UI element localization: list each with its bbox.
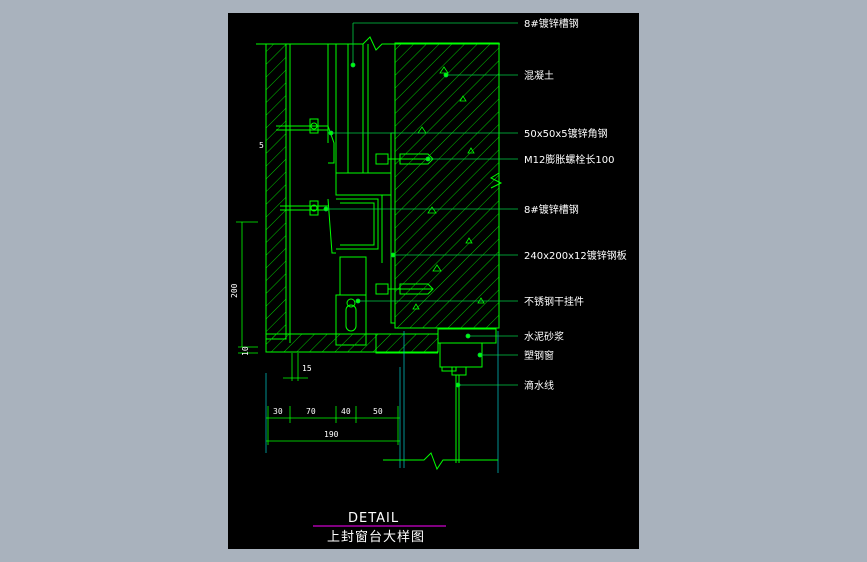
channel-steel-vertical	[335, 44, 369, 173]
label-angle-steel: 50x50x5镀锌角钢	[524, 127, 608, 140]
label-channel-mid: 8#镀锌槽钢	[524, 203, 579, 216]
label-mortar: 水泥砂浆	[524, 330, 564, 343]
dimension-200-label: 200	[230, 283, 239, 298]
dimension-200	[236, 221, 258, 354]
dimension-40-label: 40	[341, 407, 351, 416]
label-hanger: 不锈钢干挂件	[524, 295, 584, 308]
angle-steel-lower	[280, 200, 328, 216]
label-drip: 滴水线	[524, 379, 554, 392]
dimension-70-label: 70	[306, 407, 316, 416]
label-channel-top: 8#镀锌槽钢	[524, 17, 579, 30]
dimension-5-label: 5	[259, 141, 264, 150]
label-concrete: 混凝土	[524, 69, 554, 82]
steel-plate	[390, 132, 396, 324]
drawing-canvas: 200 10 5 15 30 70 40 50 190 8#镀锌槽钢 混凝土 5…	[228, 13, 639, 549]
label-bolt: M12膨胀螺栓长100	[524, 153, 614, 166]
label-plate: 240x200x12镀锌钢板	[524, 249, 627, 262]
leader-lines	[323, 22, 518, 388]
dimension-50-label: 50	[373, 407, 383, 416]
label-window: 塑钢窗	[524, 349, 554, 362]
expansion-bolt-upper	[375, 153, 434, 165]
dimension-15-label: 15	[302, 364, 312, 373]
angle-steel-upper	[276, 118, 335, 164]
dimension-chain	[266, 406, 400, 445]
expansion-bolt-lower	[375, 283, 434, 295]
detail-drawing: 200 10 5 15 30 70 40 50 190 8#镀锌槽钢 混凝土 5…	[230, 17, 627, 545]
window-frame	[439, 342, 483, 463]
dimension-190-label: 190	[324, 430, 339, 439]
bottom-break-line	[383, 452, 498, 471]
dimension-10-label: 10	[241, 346, 250, 356]
window-sill	[265, 328, 497, 354]
top-break-line	[256, 36, 500, 51]
title-sub: 上封窗台大样图	[327, 529, 425, 545]
title-main: DETAIL	[348, 511, 399, 526]
channel-steel-section	[327, 172, 392, 263]
concrete-block	[394, 42, 503, 329]
dimension-30-label: 30	[273, 407, 283, 416]
stone-cladding	[265, 43, 329, 343]
dimension-15	[283, 353, 308, 381]
